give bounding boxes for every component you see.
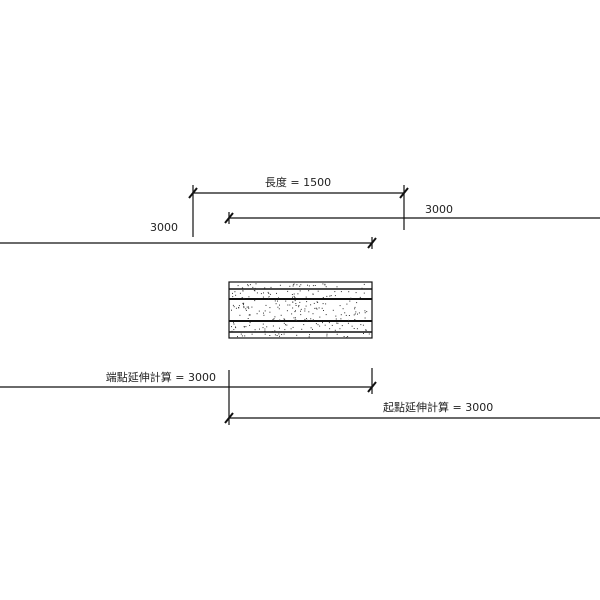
right-dimension-value: 3000 (425, 203, 453, 216)
tick-mark (367, 381, 377, 393)
concrete-hatch (231, 283, 370, 338)
left-dimension-value: 3000 (150, 221, 178, 234)
tick-mark (188, 187, 198, 199)
wall-section (228, 281, 373, 339)
start-extension-label: 起點延伸計算 = 3000 (383, 400, 493, 414)
length-label: 長度 = 1500 (265, 175, 331, 189)
tick-mark (399, 187, 409, 199)
end-extension-label: 端點延伸計算 = 3000 (106, 370, 216, 384)
tick-mark (224, 412, 234, 424)
